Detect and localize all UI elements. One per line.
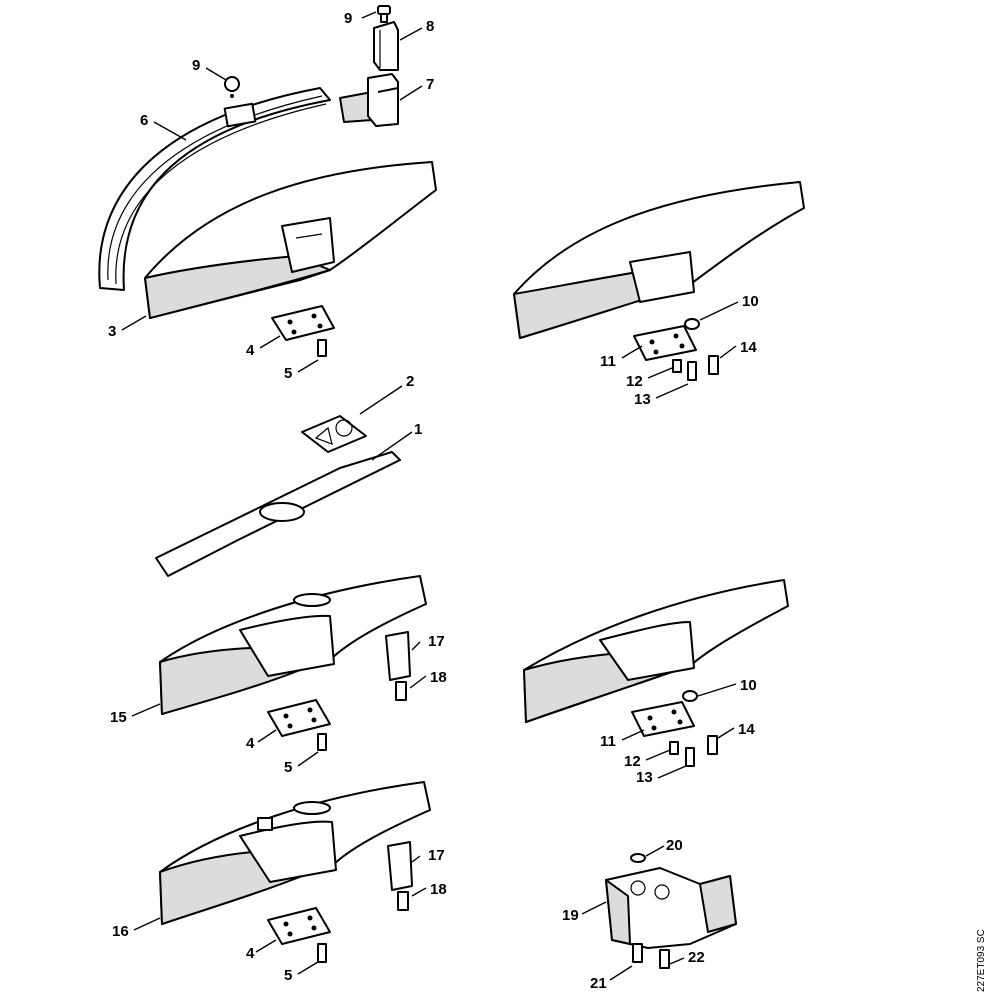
screw-14b — [707, 735, 718, 755]
mount-7 — [339, 73, 399, 127]
plate-4a — [271, 305, 335, 341]
label-20: 20 — [666, 837, 683, 854]
blade-1 — [155, 451, 401, 577]
label-14b: 14 — [738, 721, 755, 738]
label-21: 21 — [590, 975, 607, 992]
washer-10a — [684, 318, 700, 330]
warning-label-2 — [301, 415, 367, 453]
label-10b: 10 — [740, 677, 757, 694]
screw-21 — [632, 943, 643, 963]
rail-6 — [98, 87, 331, 291]
label-18b: 18 — [430, 881, 447, 898]
label-4b: 4 — [246, 735, 255, 752]
label-5b: 5 — [284, 759, 292, 776]
bracket-17a — [385, 631, 411, 681]
label-4c: 4 — [246, 945, 255, 962]
plate-11a — [633, 325, 697, 361]
label-10a: 10 — [742, 293, 759, 310]
label-5c: 5 — [284, 967, 292, 984]
label-1: 1 — [414, 421, 422, 438]
guard-mid-right — [523, 579, 789, 723]
label-3: 3 — [108, 323, 116, 340]
label-14a: 14 — [740, 339, 757, 356]
label-12b: 12 — [624, 753, 641, 770]
label-9-left: 9 — [192, 57, 200, 74]
bracket-8 — [373, 21, 399, 71]
plate-4b — [267, 699, 331, 737]
screw-13b — [685, 747, 695, 767]
screw-13a — [687, 361, 697, 381]
guard-3 — [144, 161, 437, 319]
screw-14a — [708, 355, 719, 375]
label-16: 16 — [112, 923, 129, 940]
label-11a: 11 — [600, 353, 616, 370]
plate-4c — [267, 907, 331, 945]
screw-5b — [317, 733, 327, 751]
label-8: 8 — [426, 18, 434, 35]
label-19: 19 — [562, 907, 579, 924]
label-17b: 17 — [428, 847, 445, 864]
bracket-19 — [605, 867, 737, 949]
screw-22 — [659, 949, 670, 969]
label-13a: 13 — [634, 391, 651, 408]
label-11b: 11 — [600, 733, 616, 750]
label-9-top: 9 — [344, 10, 352, 27]
label-4a: 4 — [246, 342, 255, 359]
screw-12b — [669, 741, 679, 755]
label-7: 7 — [426, 76, 434, 93]
screw-12a — [672, 359, 682, 373]
label-12a: 12 — [626, 373, 643, 390]
screw-18b — [397, 891, 409, 911]
screw-18a — [395, 681, 407, 701]
washer-10b — [682, 690, 698, 702]
bracket-17b — [387, 841, 413, 891]
washer-20 — [630, 853, 646, 863]
drawing-code: 227ET093 SC — [976, 929, 987, 992]
label-22: 22 — [688, 949, 705, 966]
label-2: 2 — [406, 373, 414, 390]
guard-16 — [159, 781, 431, 925]
guard-top-right — [513, 181, 805, 339]
guard-15 — [159, 575, 427, 715]
label-6: 6 — [140, 112, 148, 129]
screw-5a — [317, 339, 327, 357]
screw-9-top — [377, 5, 391, 23]
screw-9-left — [224, 76, 240, 98]
label-13b: 13 — [636, 769, 653, 786]
plate-11b — [631, 701, 695, 737]
label-18a: 18 — [430, 669, 447, 686]
screw-5c — [317, 943, 327, 963]
label-15: 15 — [110, 709, 127, 726]
label-5a: 5 — [284, 365, 292, 382]
label-17a: 17 — [428, 633, 445, 650]
